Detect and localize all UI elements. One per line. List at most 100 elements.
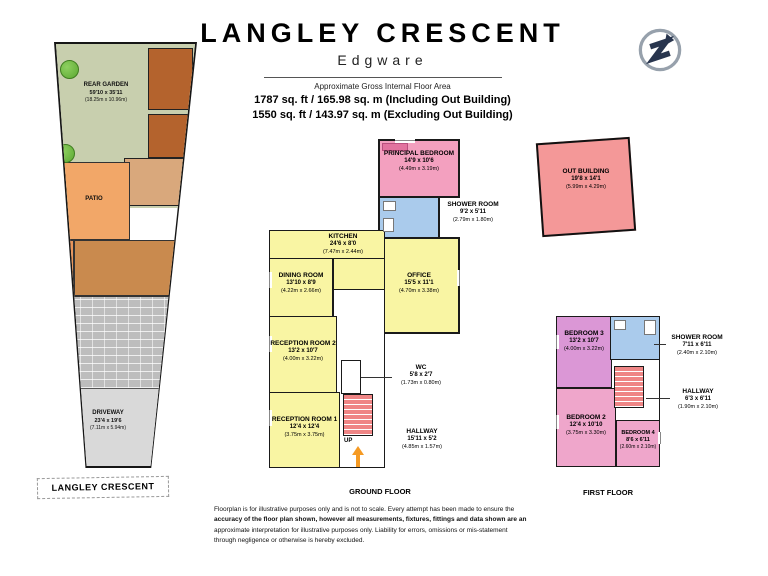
disclaimer-line: accuracy of the floor plan shown, howeve…: [214, 516, 527, 524]
label-name: BEDROOM 2: [566, 414, 606, 421]
label-metric: (7.11m x 5.94m): [89, 424, 127, 431]
label-metric: (1.90m x 2.10m): [677, 403, 719, 410]
label-name: DRIVEWAY: [92, 410, 124, 416]
label-metric: (1.73m x 0.80m): [400, 379, 442, 386]
label-metric: (4.00m x 3.22m): [282, 355, 324, 362]
label-name: SHOWER ROOM: [671, 334, 723, 341]
window-icon: [554, 415, 559, 429]
up-label: UP: [344, 438, 353, 444]
sink-icon: [383, 201, 396, 211]
wc-label: WC 5'8 x 2'7 (1.73m x 0.80m): [392, 364, 450, 387]
area-excluding: 1550 sq. ft / 143.97 sq. m (Excluding Ou…: [252, 109, 513, 121]
label-metric: (4.22m x 2.66m): [280, 287, 322, 294]
disclaimer-line: approximate interpretation for illustrat…: [214, 526, 508, 534]
label-name: OFFICE: [407, 272, 431, 279]
window-icon: [267, 272, 272, 288]
area-heading: Approximate Gross Internal Floor Area: [314, 82, 451, 91]
window-icon: [658, 432, 663, 444]
dining-room-label: DINING ROOM 13'10 x 8'9 (4.22m x 2.66m): [269, 272, 333, 295]
side-path-strip: [58, 240, 74, 300]
compass-north-icon: [638, 28, 682, 72]
label-imperial: 9'2 x 5'11: [460, 209, 486, 216]
room-wc: [341, 360, 361, 394]
label-imperial: 12'4 x 10'10: [569, 422, 603, 429]
label-metric: (4.00m x 3.22m): [563, 345, 605, 352]
window-icon: [395, 138, 415, 143]
entrance-arrow-icon: [352, 446, 364, 455]
label-imperial: 13'2 x 10'7: [569, 338, 599, 345]
label-imperial: 15'11 x 5'2: [407, 436, 437, 443]
label-metric: (3.75m x 3.30m): [565, 429, 607, 436]
site-plan: REAR GARDEN 59'10 x 35'11 (18.25m x 10.9…: [54, 42, 197, 468]
label-metric: (4.49m x 3.19m): [398, 165, 440, 172]
kitchen-label: KITCHEN 24'6 x 8'0 (7.47m x 2.44m): [307, 233, 379, 256]
label-name: PRINCIPAL BEDROOM: [383, 150, 455, 157]
disclaimer-line: through negligence or otherwise is hereb…: [214, 537, 365, 545]
room-bedroom-3: [556, 316, 612, 388]
label-imperial: 13'2 x 10'7: [288, 348, 318, 355]
disclaimer-text: Floorplan is for illustrative purposes o…: [214, 505, 574, 547]
label-name: OUT BUILDING: [562, 168, 610, 175]
patio-label: PATIO: [72, 196, 116, 204]
hallway-first-label: HALLWAY 6'3 x 6'11 (1.90m x 2.10m): [670, 388, 726, 411]
label-name: BEDROOM 4: [621, 430, 655, 436]
ground-floor-caption: GROUND FLOOR: [349, 487, 411, 496]
shower-ground-label: SHOWER ROOM 9'2 x 5'11 (2.79m x 1.80m): [444, 201, 502, 224]
window-icon: [457, 270, 462, 286]
principal-bedroom-label: PRINCIPAL BEDROOM 14'9 x 10'6 (4.49m x 3…: [378, 150, 460, 173]
room-dining: [269, 258, 333, 318]
header-divider: [263, 77, 502, 78]
label-name: HALLWAY: [682, 388, 714, 395]
page-title: LANGLEY CRESCENT: [200, 18, 565, 48]
tree-icon: [56, 144, 75, 163]
label-metric: (2.60m x 2.10m): [619, 443, 657, 450]
label-name: PATIO: [85, 196, 103, 202]
label-imperial: 13'10 x 8'9: [286, 280, 316, 287]
entrance-arrow-stem: [356, 455, 360, 467]
label-imperial: 15'5 x 11'1: [404, 280, 434, 287]
label-metric: (2.40m x 2.10m): [676, 349, 718, 356]
label-name: SHOWER ROOM: [447, 201, 499, 208]
label-metric: (3.75m x 3.75m): [284, 431, 325, 438]
outbuilding-block-1: [148, 48, 193, 110]
out-building-label: OUT BUILDING 19'8 x 14'1 (5.99m x 4.29m): [542, 168, 630, 191]
stairs-up-ground: [343, 394, 373, 436]
rear-garden-label: REAR GARDEN 59'10 x 35'11 (18.25m x 10.9…: [64, 82, 148, 103]
room-bedroom-2: [556, 388, 616, 467]
street-name-banner: LANGLEY CRESCENT: [36, 475, 170, 500]
label-imperial: 24'6 x 8'0: [329, 241, 357, 248]
reception-1-label: RECEPTION ROOM 1 12'4 x 12'4 (3.75m x 3.…: [269, 416, 340, 439]
first-floor-caption: FIRST FLOOR: [583, 488, 633, 497]
bedroom-3-label: BEDROOM 3 13'2 x 10'7 (4.00m x 3.22m): [556, 330, 612, 353]
label-metric: (5.99m x 4.29m): [565, 183, 607, 190]
label-imperial: 14'9 x 10'6: [404, 158, 434, 165]
stairs-first: [614, 366, 644, 408]
room-office: [378, 237, 460, 334]
house-footprint-block: [74, 240, 193, 296]
label-imperial: 23'4 x 19'6: [94, 417, 122, 424]
label-name: RECEPTION ROOM 2: [270, 340, 336, 347]
window-icon: [267, 410, 272, 426]
office-label: OFFICE 15'5 x 11'1 (4.70m x 3.38m): [378, 272, 460, 295]
label-metric: (2.79m x 1.80m): [452, 216, 494, 223]
bedroom-4-label: BEDROOM 4 8'6 x 6'11 (2.60m x 2.10m): [616, 430, 660, 450]
driveway-label: DRIVEWAY 23'4 x 19'6 (7.11m x 5.94m): [70, 410, 146, 431]
label-imperial: 5'8 x 2'7: [409, 372, 433, 379]
disclaimer-line: Floorplan is for illustrative purposes o…: [214, 506, 515, 513]
label-metric: (18.25m x 10.96m): [85, 96, 127, 103]
leader-line: [361, 377, 392, 378]
label-name: HALLWAY: [406, 428, 438, 435]
tree-icon: [60, 60, 79, 79]
leader-line: [654, 344, 666, 345]
room-kitchen-extension: [333, 258, 385, 290]
room-reception-1: [269, 392, 340, 468]
label-metric: (4.85m x 1.57m): [401, 443, 443, 450]
label-imperial: 7'11 x 6'11: [682, 342, 712, 349]
tan-structure-block: [124, 158, 193, 206]
window-icon: [267, 336, 272, 352]
brick-forecourt: [56, 296, 195, 388]
site-plan-inner: REAR GARDEN 59'10 x 35'11 (18.25m x 10.9…: [56, 44, 195, 466]
room-bedroom-4: [616, 420, 660, 467]
header: LANGLEY CRESCENT Edgware Approximate Gro…: [190, 18, 575, 121]
